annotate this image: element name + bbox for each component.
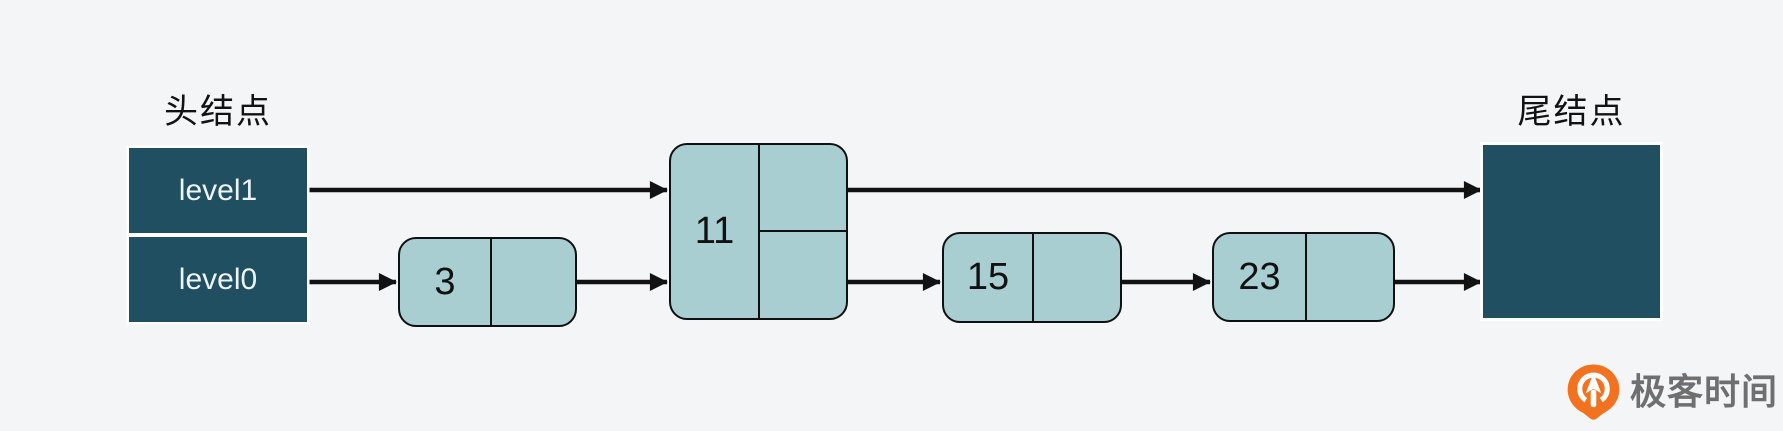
node-23-pointer-cell xyxy=(1307,234,1393,320)
brand-logo-text: 极客时间 xyxy=(1630,371,1779,412)
geektime-pin-icon xyxy=(1567,364,1620,420)
node-11-level0-pointer-cell xyxy=(760,232,846,318)
node-11-value: 11 xyxy=(671,145,760,318)
node-15-pointer-cell xyxy=(1034,234,1120,321)
brand-logo: 极客时间 xyxy=(1566,362,1778,422)
head-level1-row: level1 xyxy=(129,148,307,233)
head-node: level1 level0 xyxy=(129,148,307,322)
head-node-title: 头结点 xyxy=(164,93,272,131)
head-level0-row: level0 xyxy=(129,237,307,322)
node-15-value: 15 xyxy=(944,234,1034,321)
node-11-pointer-column xyxy=(760,145,846,318)
node-3-value: 3 xyxy=(400,239,492,325)
node-11-level1-pointer-cell xyxy=(760,145,846,232)
node-3-pointer-cell xyxy=(492,239,575,325)
head-level0-label: level0 xyxy=(178,262,258,296)
node-15: 15 xyxy=(942,232,1122,323)
node-23-value: 23 xyxy=(1214,234,1307,320)
tail-node-title: 尾结点 xyxy=(1517,93,1626,131)
node-3: 3 xyxy=(398,237,577,327)
head-level1-label: level1 xyxy=(178,173,258,207)
tail-node xyxy=(1483,145,1660,318)
node-23: 23 xyxy=(1212,232,1395,322)
node-11: 11 xyxy=(669,143,848,320)
